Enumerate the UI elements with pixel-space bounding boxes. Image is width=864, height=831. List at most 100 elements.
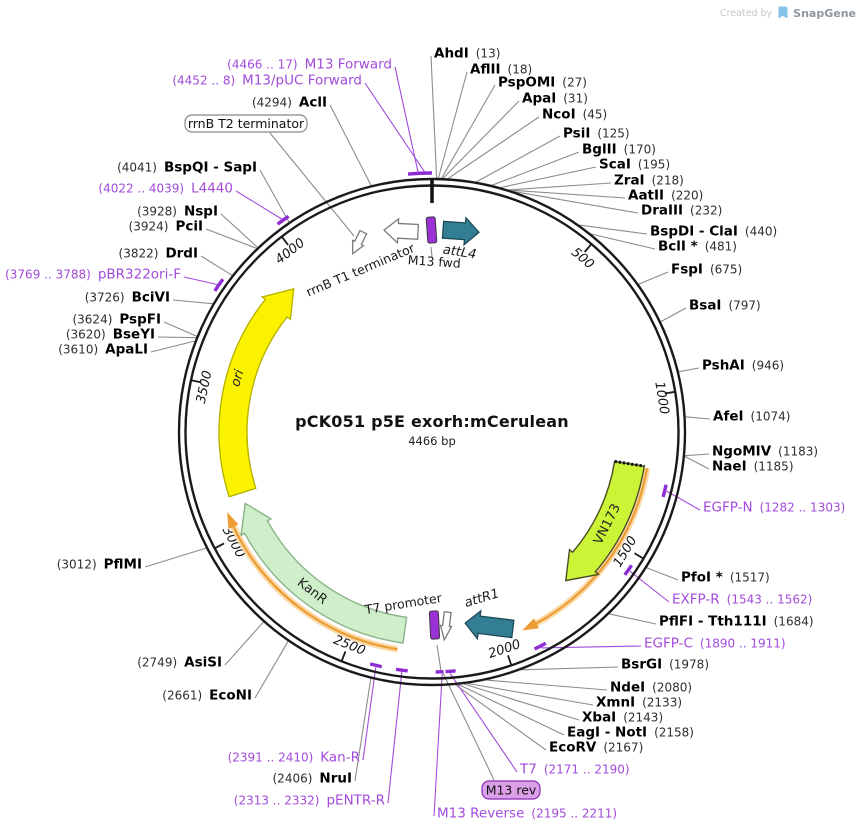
feature-ori[interactable] — [218, 287, 295, 498]
tick-1000 — [664, 390, 676, 395]
site-label-egfp-c[interactable]: EGFP-C(1890 .. 1911) — [644, 636, 786, 652]
site-label-draiii[interactable]: DraIII(232) — [641, 203, 722, 219]
feature-vn173[interactable] — [564, 460, 646, 582]
leader-egfp-n — [666, 490, 701, 511]
tick-1500 — [634, 552, 645, 560]
feature-kanr[interactable] — [240, 502, 408, 644]
site-label-drdi[interactable]: (3822)DrdI — [119, 246, 198, 262]
leader-m13-reverse — [433, 673, 443, 817]
m13-rev-box-label[interactable]: M13 rev — [486, 782, 537, 797]
site-label-bspqi-sapi[interactable]: (4041)BspQI - SapI — [117, 160, 257, 176]
site-label-acli[interactable]: (4294)AclI — [252, 95, 327, 111]
rrnb-t2-terminator-box-label[interactable]: rrnB T2 terminator — [188, 116, 305, 131]
tick-label-3500: 3500 — [194, 369, 216, 405]
site-label-bsai[interactable]: BsaI(797) — [689, 298, 761, 314]
site-label-ngomiv[interactable]: NgoMIV(1183) — [712, 444, 818, 460]
leader-ngomiv — [684, 453, 710, 457]
site-label-apali[interactable]: (3610)ApaLI — [58, 342, 148, 358]
site-label-egfp-n[interactable]: EGFP-N(1282 .. 1303) — [703, 500, 845, 516]
m13-fwd-label: M13 fwd — [407, 252, 461, 271]
leader-kan-r — [362, 667, 377, 761]
site-label-pspomi[interactable]: PspOMI(27) — [498, 75, 587, 91]
site-label-exfp-r[interactable]: EXFP-R(1543 .. 1562) — [672, 592, 812, 608]
site-label-kan-r[interactable]: (2391 .. 2410)Kan-R — [228, 750, 360, 766]
site-label-xbai[interactable]: XbaI(2143) — [582, 710, 663, 726]
leader-bglii — [492, 151, 580, 186]
site-label-scai[interactable]: ScaI(195) — [599, 157, 670, 173]
m13-forward-mark — [407, 171, 433, 176]
site-label-ahdi[interactable]: AhdI(13) — [434, 46, 500, 62]
m13-fwd-rect[interactable] — [425, 216, 438, 244]
site-label-fspi[interactable]: FspI(675) — [671, 262, 742, 278]
leader-bspdi-clai — [579, 224, 648, 235]
site-label-afei[interactable]: AfeI(1074) — [713, 409, 790, 425]
site-label-bspdi-clai[interactable]: BspDI - ClaI(440) — [650, 224, 777, 240]
watermark-created-by: Created by — [719, 8, 773, 19]
site-label-m13-forward[interactable]: (4466 .. 17)M13 Forward — [227, 57, 392, 73]
rrnb-t2-terminator-arrow[interactable] — [347, 229, 368, 257]
site-label-psii[interactable]: PsiI(125) — [563, 126, 630, 142]
leader-xmni — [467, 682, 594, 706]
site-label-econi[interactable]: (2661)EcoNI — [162, 688, 252, 704]
tick-3500 — [190, 379, 202, 384]
site-label-eagi-noti[interactable]: EagI - NotI(2158) — [567, 725, 694, 741]
site-label-pflfi-tth111i[interactable]: PflFI - Tth111I(1684) — [659, 614, 814, 630]
site-label-t7[interactable]: T7(2171 .. 2190) — [519, 762, 630, 778]
site-label-pbr322ori-f[interactable]: (3769 .. 3788)pBR322ori-F — [5, 267, 181, 283]
site-label-aflii[interactable]: AflII(18) — [470, 62, 532, 78]
attr1-label: attR1 — [463, 586, 501, 611]
site-label-pfoi[interactable]: PfoI *(1517) — [681, 570, 770, 586]
m13-rev-box[interactable] — [481, 780, 541, 800]
rrnb-t1-terminator-arrow[interactable] — [383, 217, 420, 245]
site-label-m13-puc-forward[interactable]: (4452 .. 8)M13/pUC Forward — [172, 73, 362, 89]
site-label-asisi[interactable]: (2749)AsiSI — [137, 655, 222, 671]
kan-r-mark — [369, 662, 383, 669]
site-label-pcii[interactable]: (3924)PciI — [129, 219, 203, 235]
t7-promoter-rect[interactable] — [428, 610, 441, 640]
site-label-bglii[interactable]: BglII(170) — [582, 142, 656, 158]
leader-m13-forward — [394, 66, 419, 173]
t7-promoter-arrow[interactable] — [439, 610, 453, 642]
rrnb-t1-terminator-label: rrnB T1 terminator — [304, 240, 418, 300]
site-label-naei[interactable]: NaeI(1185) — [712, 459, 794, 475]
leader-draiii — [513, 190, 639, 214]
site-label-m13-reverse[interactable]: M13 Reverse(2195 .. 2211) — [437, 806, 617, 822]
leader-bspqi-sapi — [259, 169, 290, 223]
rrnb-t2-terminator-box[interactable] — [184, 114, 308, 133]
tick-2500 — [340, 651, 347, 663]
site-label-pentr-r[interactable]: (2313 .. 2332)pENTR-R — [234, 793, 385, 809]
site-label-nrui[interactable]: (2406)NruI — [273, 771, 353, 787]
site-label-aatii[interactable]: AatII(220) — [628, 188, 703, 204]
site-label-zrai[interactable]: ZraI(218) — [614, 173, 684, 189]
site-label-ecorv[interactable]: EcoRV(2167) — [549, 740, 643, 756]
site-label-pshai[interactable]: PshAI(946) — [702, 358, 784, 374]
site-label-bcivi[interactable]: (3726)BciVI — [85, 290, 170, 306]
site-label-bseyi[interactable]: (3620)BseYI — [66, 327, 155, 343]
site-label-pspfi[interactable]: (3624)PspFI — [72, 312, 161, 328]
egfp-n-mark — [661, 484, 668, 498]
site-label-apai[interactable]: ApaI(31) — [522, 91, 588, 107]
site-label-nspi[interactable]: (3928)NspI — [137, 204, 218, 220]
site-label-pflmi[interactable]: (3012)PflMI — [57, 557, 142, 573]
leader-pshai — [678, 367, 700, 373]
site-label-ndei[interactable]: NdeI(2080) — [610, 680, 692, 696]
leader-pspomi — [441, 84, 496, 179]
leader-m13-puc-forward — [364, 82, 426, 173]
site-label-l4440[interactable]: (4022 .. 4039)L4440 — [98, 181, 233, 197]
site-label-bcli[interactable]: BclI *(481) — [658, 239, 737, 255]
site-label-bsrgi[interactable]: BsrGI(1978) — [621, 657, 709, 673]
feature-ori-label: ori — [228, 368, 247, 389]
leader-aatii — [509, 189, 626, 199]
attr1-arrow[interactable] — [463, 609, 515, 643]
leader-ncoi — [447, 116, 540, 179]
leader-ecorv — [455, 684, 547, 751]
site-label-xmni[interactable]: XmnI(2133) — [596, 695, 682, 711]
attl4-arrow[interactable] — [441, 216, 480, 247]
leader-naei — [684, 455, 710, 470]
m13-fwd-feature-leader — [430, 246, 433, 258]
leader-bsai — [660, 307, 687, 323]
feature-vn173-hatch — [614, 459, 645, 468]
tick-500 — [584, 243, 593, 253]
leader-acli — [329, 104, 372, 186]
site-label-ncoi[interactable]: NcoI(45) — [542, 107, 607, 123]
